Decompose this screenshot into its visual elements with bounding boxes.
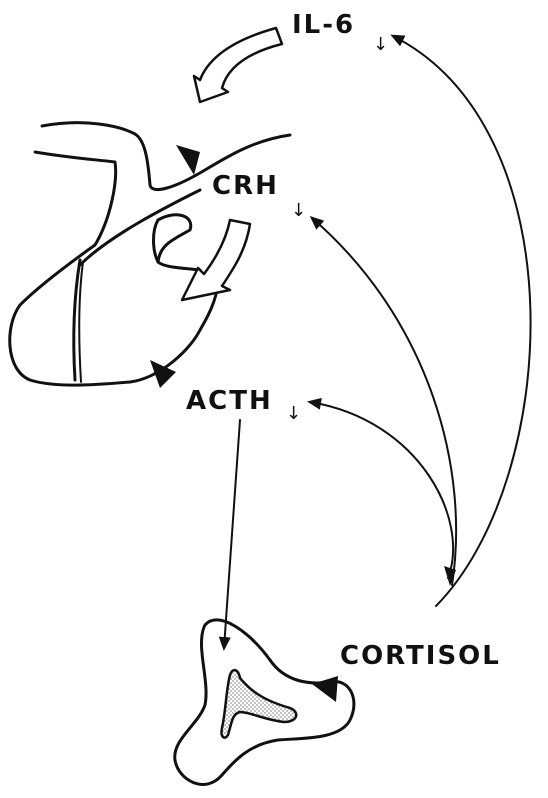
- crh-pointer-arrowhead: [176, 145, 200, 175]
- acth-to-adrenal-arrow: [224, 420, 240, 648]
- cortisol-to-crh-feedback-arrow: [312, 218, 456, 585]
- il6-decrease-indicator: ↓: [373, 34, 388, 55]
- cortisol-to-il6-feedback-arrow: [393, 36, 531, 606]
- acth-label: ACTH: [186, 386, 273, 416]
- il6-to-hypothalamus-hollow-arrow: [194, 28, 282, 102]
- il6-label: IL-6: [292, 10, 355, 40]
- adrenal-medulla-stippled: [222, 670, 297, 738]
- cortisol-release-arrowhead: [312, 676, 338, 702]
- crh-to-pituitary-hollow-arrow: [182, 220, 250, 300]
- hypothalamus-pituitary-outline: [10, 123, 290, 385]
- crh-decrease-indicator: ↓: [291, 200, 306, 221]
- cortisol-label: CORTISOL: [340, 641, 501, 671]
- cortisol-to-acth-feedback-arrow: [310, 402, 453, 578]
- adrenal-gland: [175, 620, 354, 785]
- acth-decrease-indicator: ↓: [286, 403, 301, 424]
- crh-label: CRH: [212, 171, 279, 201]
